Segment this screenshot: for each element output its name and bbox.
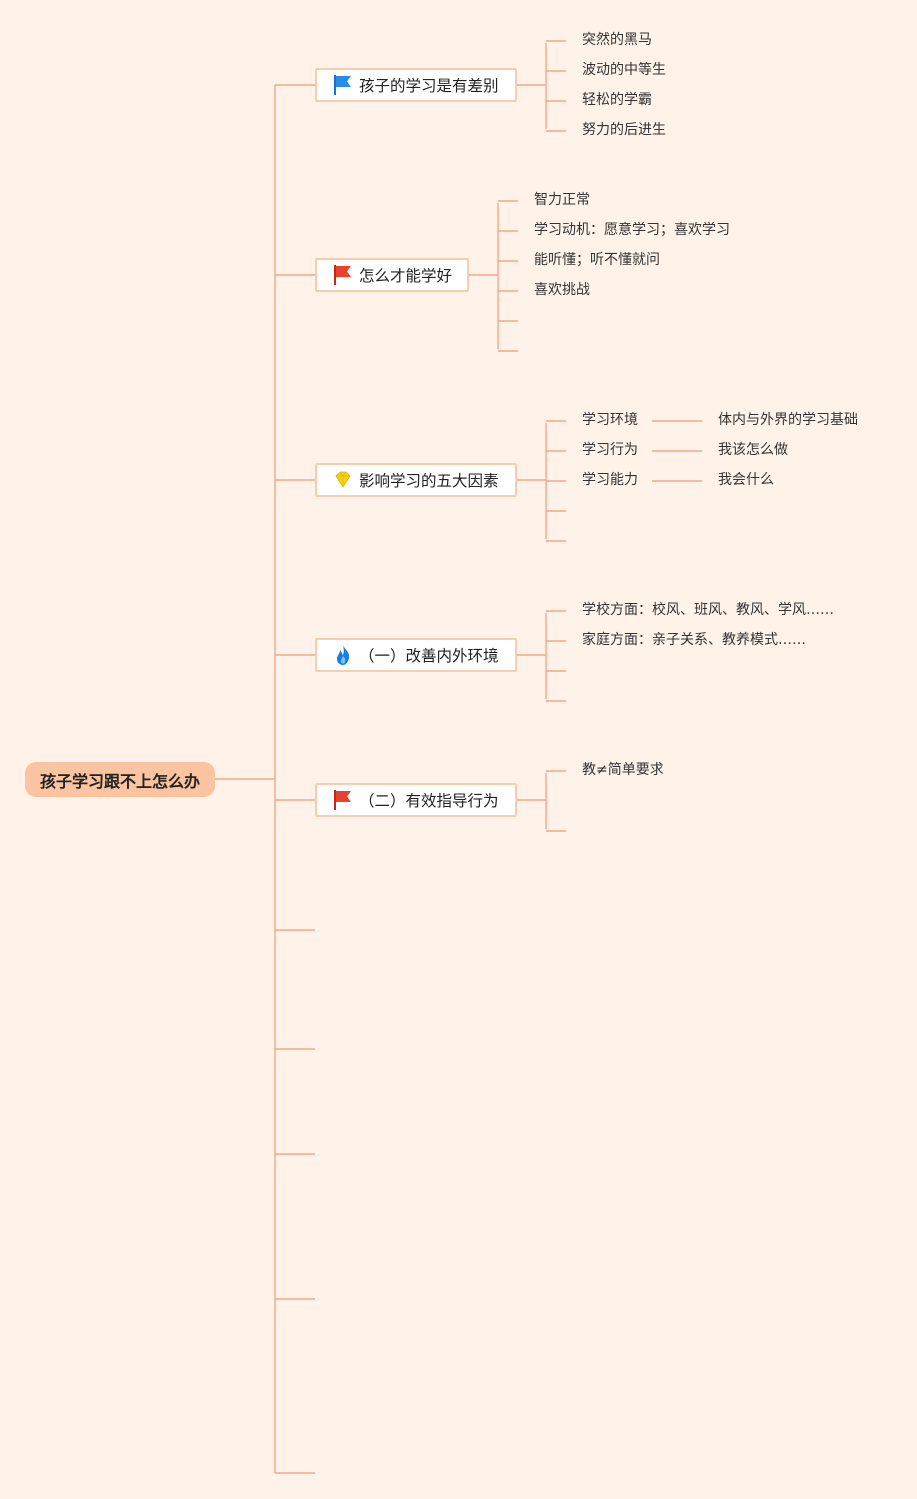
topic-node-1[interactable]: 孩子的学习是有差别: [315, 68, 517, 102]
red-flag-icon: [333, 264, 353, 286]
subtopic-4-1[interactable]: 学校方面：校风、班风、教风、学风……: [582, 602, 834, 618]
subtopic-2-1[interactable]: 智力正常: [534, 192, 590, 208]
topic-label: 孩子的学习是有差别: [359, 77, 499, 95]
diamond-icon: [333, 469, 353, 491]
subtopic-4-2[interactable]: 家庭方面：亲子关系、教养模式……: [582, 632, 806, 648]
subtopic-2-2[interactable]: 学习动机：愿意学习；喜欢学习: [534, 222, 730, 238]
topic-label: （二）有效指导行为: [359, 792, 499, 810]
detail-3-1[interactable]: 体内与外界的学习基础: [718, 412, 858, 428]
topic-label: 影响学习的五大因素: [359, 472, 499, 490]
topic-label: 怎么才能学好: [359, 267, 453, 285]
blue-flag-icon: [333, 74, 353, 96]
subtopic-3-1[interactable]: 学习环境: [582, 412, 638, 428]
topic-label: （一）改善内外环境: [359, 647, 499, 665]
red-flag-icon: [333, 789, 353, 811]
topic-node-2[interactable]: 怎么才能学好: [315, 258, 469, 292]
subtopic-1-3[interactable]: 轻松的学霸: [582, 92, 652, 108]
subtopic-1-4[interactable]: 努力的后进生: [582, 122, 666, 138]
subtopic-3-2[interactable]: 学习行为: [582, 442, 638, 458]
subtopic-2-4[interactable]: 喜欢挑战: [534, 282, 590, 298]
detail-3-2[interactable]: 我该怎么做: [718, 442, 788, 458]
subtopic-1-1[interactable]: 突然的黑马: [582, 32, 652, 48]
subtopic-3-3[interactable]: 学习能力: [582, 472, 638, 488]
subtopic-1-2[interactable]: 波动的中等生: [582, 62, 666, 78]
topic-node-3[interactable]: 影响学习的五大因素: [315, 463, 517, 497]
topic-node-4[interactable]: （一）改善内外环境: [315, 638, 517, 672]
detail-3-3[interactable]: 我会什么: [718, 472, 774, 488]
root-label: 孩子学习跟不上怎么办: [39, 771, 200, 791]
subtopic-2-3[interactable]: 能听懂；听不懂就问: [534, 252, 660, 268]
root-node[interactable]: 孩子学习跟不上怎么办: [25, 762, 215, 797]
topic-node-5[interactable]: （二）有效指导行为: [315, 783, 517, 817]
subtopic-5-1[interactable]: 教≠简单要求: [582, 762, 664, 778]
fire-icon: [333, 644, 353, 666]
